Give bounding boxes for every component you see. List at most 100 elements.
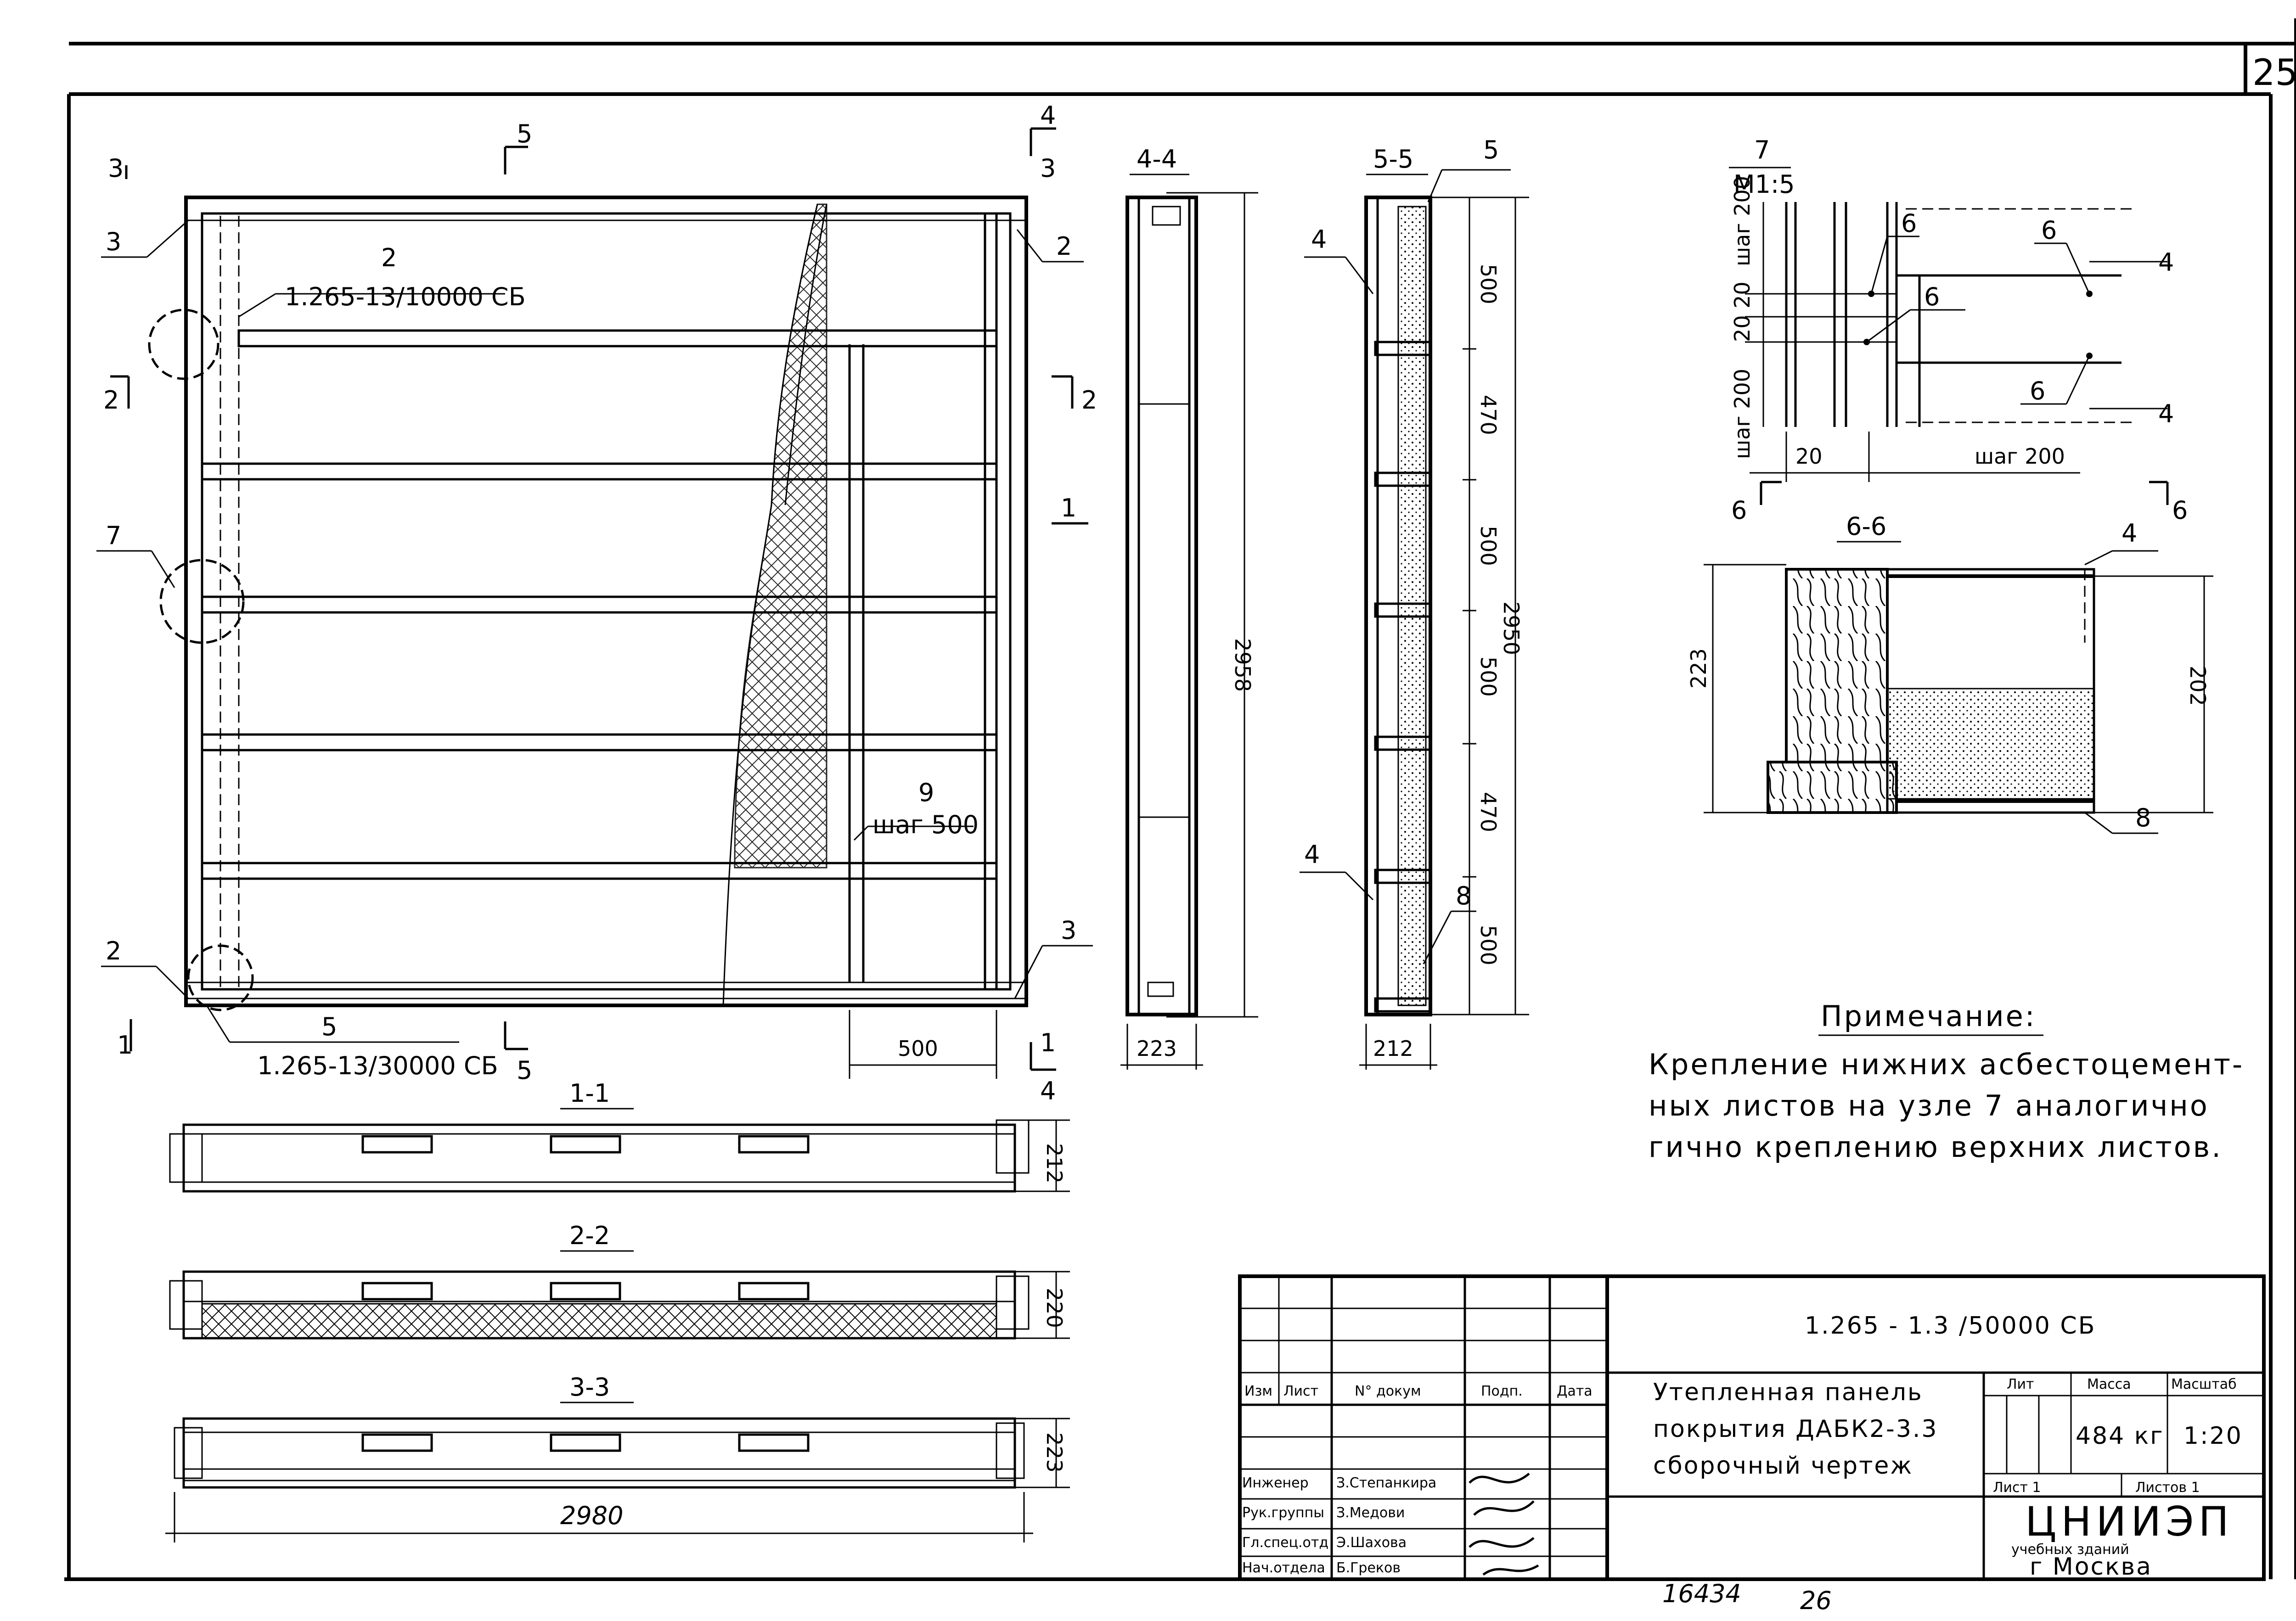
callout-9: 9 (918, 778, 934, 807)
section-2-2-title: 2-2 (569, 1221, 610, 1250)
detail-7-dim-20: 20 (1795, 444, 1823, 469)
section-3-3-title: 3-3 (569, 1373, 610, 1402)
name-group-head: З.Медови (1336, 1505, 1405, 1521)
label-2-left: 2 (103, 386, 119, 415)
detail-7-cut-right: 6 (2172, 496, 2188, 525)
role-engineer: Инженер (1242, 1475, 1309, 1491)
callout-2-top: 2 (381, 243, 397, 272)
callout-3-left: 3 (106, 227, 121, 256)
col-header-date: Дата (1557, 1383, 1593, 1399)
lit-label: Лит (2007, 1376, 2034, 1392)
label-3-top-left: 3 (108, 154, 124, 183)
title-line-3: сборочный чертеж (1653, 1452, 1913, 1480)
col-header-izm: Изм (1244, 1383, 1272, 1399)
mass-label: Масса (2087, 1376, 2131, 1392)
sheet-label: Лист 1 (1993, 1480, 2041, 1496)
scale-value: 1:20 (2183, 1422, 2243, 1450)
detail-7-title: 7 (1754, 135, 1770, 164)
main-panel-view (148, 196, 1028, 1011)
section-5-5-total: 2950 (1499, 601, 1524, 655)
detail-7-cut-left: 6 (1731, 496, 1747, 525)
section-1-1-title: 1-1 (569, 1079, 610, 1108)
section-5-5-dim-6: 500 (1476, 925, 1501, 965)
detail-7-step-bot: шаг 200 (1730, 369, 1755, 459)
title-line-2: покрытия ДАБК2-3.3 (1653, 1415, 1938, 1443)
doc-code: 1.265 - 1.3 /50000 СБ (1805, 1312, 2096, 1340)
dim-500-main: 500 (898, 1036, 938, 1061)
section-1-1 (169, 1119, 1070, 1193)
label-1-bottom-right: 1 (1040, 1028, 1056, 1057)
section-6-6-dim-left: 223 (1686, 648, 1711, 689)
note-title: Примечание: (1821, 999, 2037, 1033)
role-dept-head: Нач.отдела (1242, 1560, 1325, 1576)
detail-7-label-4b: 4 (2158, 399, 2174, 428)
section-5-5-callout-4-bottom: 4 (1304, 840, 1320, 869)
section-4-4-title: 4-4 (1137, 145, 1177, 174)
footer-page: 26 (1800, 1586, 1832, 1615)
col-header-sign: Подп. (1481, 1383, 1523, 1399)
name-engineer: З.Степанкира (1336, 1475, 1436, 1491)
label-4-bottom: 4 (1040, 1077, 1056, 1105)
detail-7 (1729, 167, 2169, 505)
callout-5-bottom-ref: 1.265-13/30000 СБ (257, 1051, 498, 1080)
section-5-5 (1300, 169, 1529, 1070)
label-1-right: 1 (1061, 494, 1076, 522)
section-5-5-callout-8: 8 (1456, 881, 1471, 910)
note-line-3: гично креплению верхних листов. (1649, 1130, 2223, 1164)
col-header-doc: N° докум (1355, 1383, 1421, 1399)
org-sub-1: учебных зданий (2011, 1542, 2129, 1558)
detail-7-label-6b: 6 (1924, 282, 1940, 311)
section-5-5-dim-5: 470 (1476, 792, 1501, 832)
title-line-1: Утепленная панель (1653, 1379, 1923, 1406)
label-4-top: 4 (1040, 101, 1056, 130)
label-3-near-4: 3 (1040, 154, 1056, 183)
callout-5-bottom: 5 (321, 1012, 337, 1041)
label-1-left: 1 (117, 1031, 133, 1060)
name-chief-spec: Э.Шахова (1336, 1535, 1407, 1551)
section-5-5-callout-4-top: 4 (1311, 225, 1327, 254)
section-3-3 (165, 1417, 1070, 1542)
section-5-5-dim-2: 470 (1476, 395, 1501, 435)
note-line-1: Крепление нижних асбестоцемент- (1649, 1048, 2244, 1081)
section-6-6-dim-right: 202 (2185, 666, 2210, 706)
callout-9-text: шаг 500 (872, 810, 979, 839)
title-block (1238, 1274, 2266, 1581)
detail-7-step-top: шаг 200 (1730, 176, 1755, 266)
role-group-head: Рук.группы (1242, 1505, 1324, 1521)
detail-7-label-6a: 6 (1901, 209, 1917, 238)
section-5-5-width: 212 (1373, 1036, 1413, 1061)
section-3-3-length: 2980 (560, 1501, 623, 1530)
main-view-labels: 5 5 4 3 1 4 3 2 2 1 1 3 2 1.265-13/10000… (103, 101, 1097, 1105)
callout-7: 7 (106, 521, 121, 550)
detail-7-dim-step: шаг 200 (1975, 444, 2065, 469)
section-4-4-width: 223 (1137, 1036, 1177, 1061)
sheet-number: 25 (2252, 52, 2296, 94)
detail-7-label-6c: 6 (2041, 216, 2057, 245)
scale-label: Масштаб (2171, 1376, 2237, 1392)
section-3-3-dim: 223 (1042, 1432, 1067, 1473)
detail-7-label-6d: 6 (2030, 376, 2045, 405)
label-5-top: 5 (517, 119, 532, 148)
section-5-5-callout-5: 5 (1483, 135, 1499, 164)
label-5-bottom: 5 (517, 1056, 532, 1085)
detail-7-scale: М1:5 (1733, 170, 1795, 199)
detail-7-label-4a: 4 (2158, 248, 2174, 277)
detail-7-step-mid: 20 20 (1730, 281, 1755, 342)
section-4-4 (1120, 192, 1258, 1070)
section-6-6 (1704, 541, 2213, 834)
org-name: ЦНИИЭП (2025, 1498, 2234, 1545)
sheets-label: Листов 1 (2135, 1480, 2200, 1496)
section-2-2 (169, 1270, 1070, 1340)
sheet-frame (64, 18, 2296, 1581)
callout-3-bottom: 3 (1061, 916, 1076, 945)
callout-2-top-ref: 1.265-13/10000 СБ (285, 282, 526, 311)
col-header-list: Лист (1283, 1383, 1318, 1399)
section-1-1-dim: 212 (1042, 1143, 1067, 1183)
section-6-6-title: 6-6 (1846, 512, 1886, 541)
callout-2-right: 2 (1056, 232, 1072, 261)
org-sub-2: г Москва (2030, 1553, 2152, 1581)
name-dept-head: Б.Греков (1336, 1560, 1401, 1576)
section-2-2-dim: 220 (1042, 1288, 1067, 1328)
section-5-5-dim-4: 500 (1476, 656, 1501, 697)
